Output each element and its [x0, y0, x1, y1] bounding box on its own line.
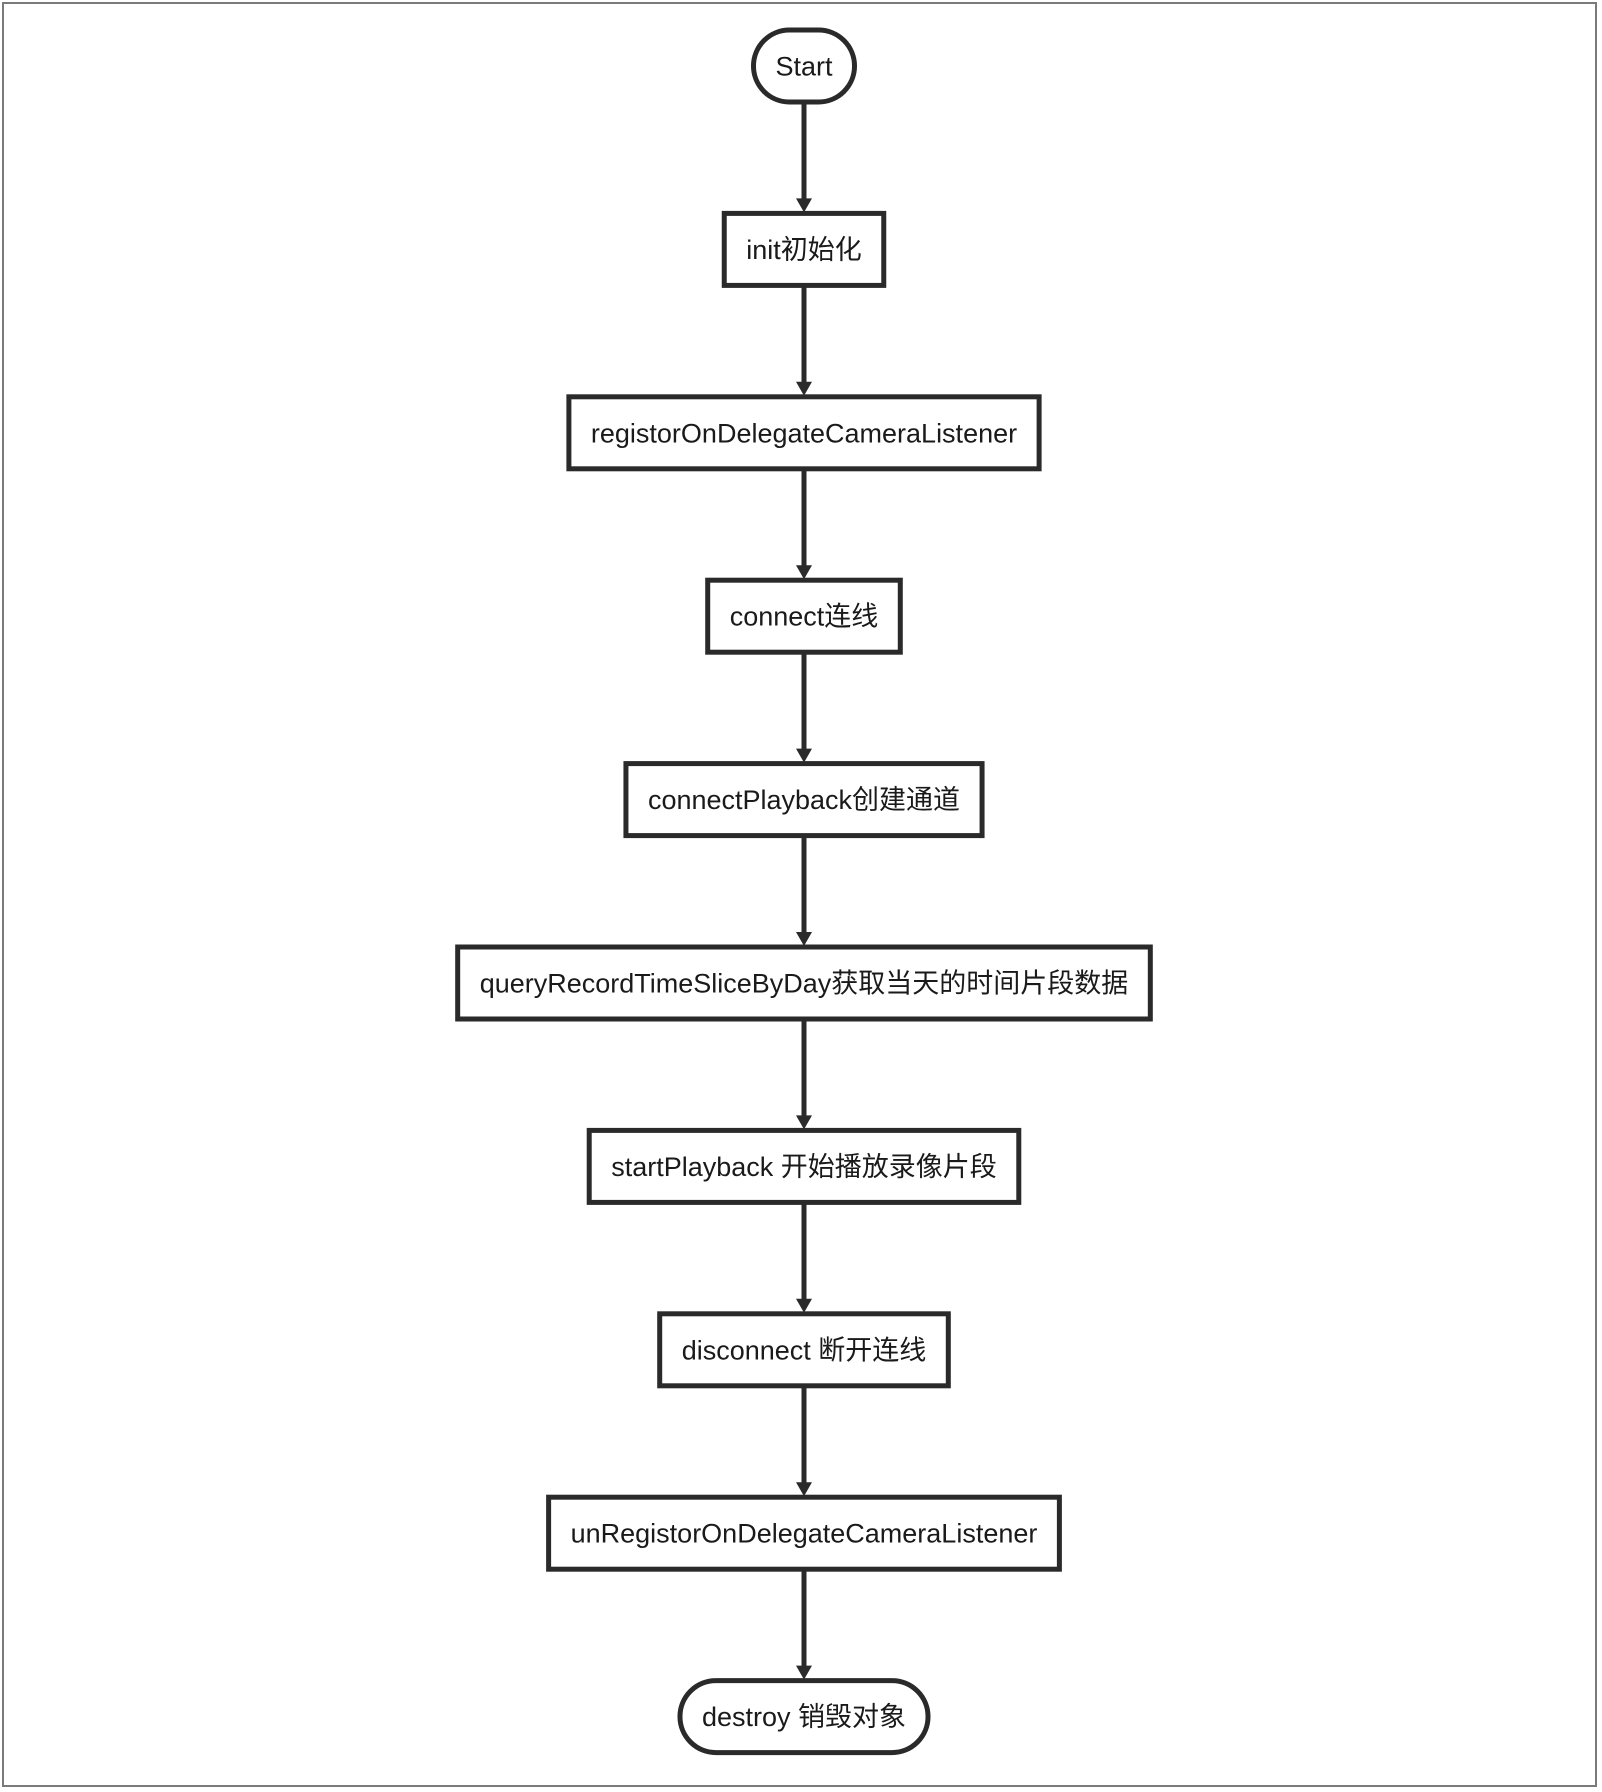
node-label: startPlayback 开始播放录像片段 [611, 1152, 997, 1182]
process-box [721, 210, 887, 288]
node-start-playback: startPlayback 开始播放录像片段 [586, 1127, 1022, 1205]
arrowhead-icon [796, 1482, 812, 1497]
node-label: destroy 销毁对象 [702, 1702, 906, 1732]
edge-arrow [796, 1019, 812, 1130]
node-label: unRegistorOnDelegateCameraListener [571, 1519, 1038, 1549]
process-box [546, 1494, 1062, 1572]
process-box [566, 394, 1042, 472]
edge-arrow [796, 1202, 812, 1313]
node-layer: Start init初始化 registorOnDelegateCameraList… [455, 27, 1153, 1756]
node-label: queryRecordTimeSliceByDay获取当天的时间片段数据 [480, 968, 1129, 998]
terminal-shape [677, 1678, 931, 1756]
edge-arrow [796, 1385, 812, 1497]
arrowhead-icon [796, 1115, 812, 1130]
process-box [623, 761, 985, 839]
arrowhead-icon [796, 1298, 812, 1313]
node-destroy: destroy 销毁对象 [677, 1678, 931, 1756]
node-register-listener: registorOnDelegateCameraListener [566, 394, 1042, 472]
edge-arrow [796, 102, 812, 213]
node-label: disconnect 断开连线 [682, 1335, 927, 1365]
node-label: connectPlayback创建通道 [648, 785, 960, 815]
process-box [705, 577, 903, 655]
process-box [455, 944, 1153, 1022]
node-label: Start [775, 51, 833, 81]
edge-layer [796, 102, 812, 1680]
arrowhead-icon [796, 565, 812, 580]
node-init: init初始化 [721, 210, 887, 288]
terminal-shape [750, 27, 858, 105]
arrowhead-icon [796, 198, 812, 213]
edge-arrow [796, 285, 812, 396]
arrowhead-icon [796, 381, 812, 396]
edge-arrow [796, 1569, 812, 1680]
arrowhead-icon [796, 1665, 812, 1680]
edge-arrow [796, 468, 812, 580]
process-box [586, 1127, 1022, 1205]
arrowhead-icon [796, 932, 812, 946]
node-label: connect连线 [730, 602, 879, 632]
node-connect-playback: connectPlayback创建通道 [623, 761, 985, 839]
arrowhead-icon [796, 748, 812, 763]
node-disconnect: disconnect 断开连线 [657, 1311, 951, 1389]
node-connect: connect连线 [705, 577, 903, 655]
edge-arrow [796, 835, 812, 946]
node-label: registorOnDelegateCameraListener [591, 418, 1017, 448]
node-label: init初始化 [746, 235, 862, 265]
process-box [657, 1311, 951, 1389]
edge-arrow [796, 652, 812, 763]
node-unregister-listener: unRegistorOnDelegateCameraListener [546, 1494, 1062, 1572]
node-start: Start [750, 27, 858, 105]
node-query-record: queryRecordTimeSliceByDay获取当天的时间片段数据 [455, 944, 1153, 1022]
